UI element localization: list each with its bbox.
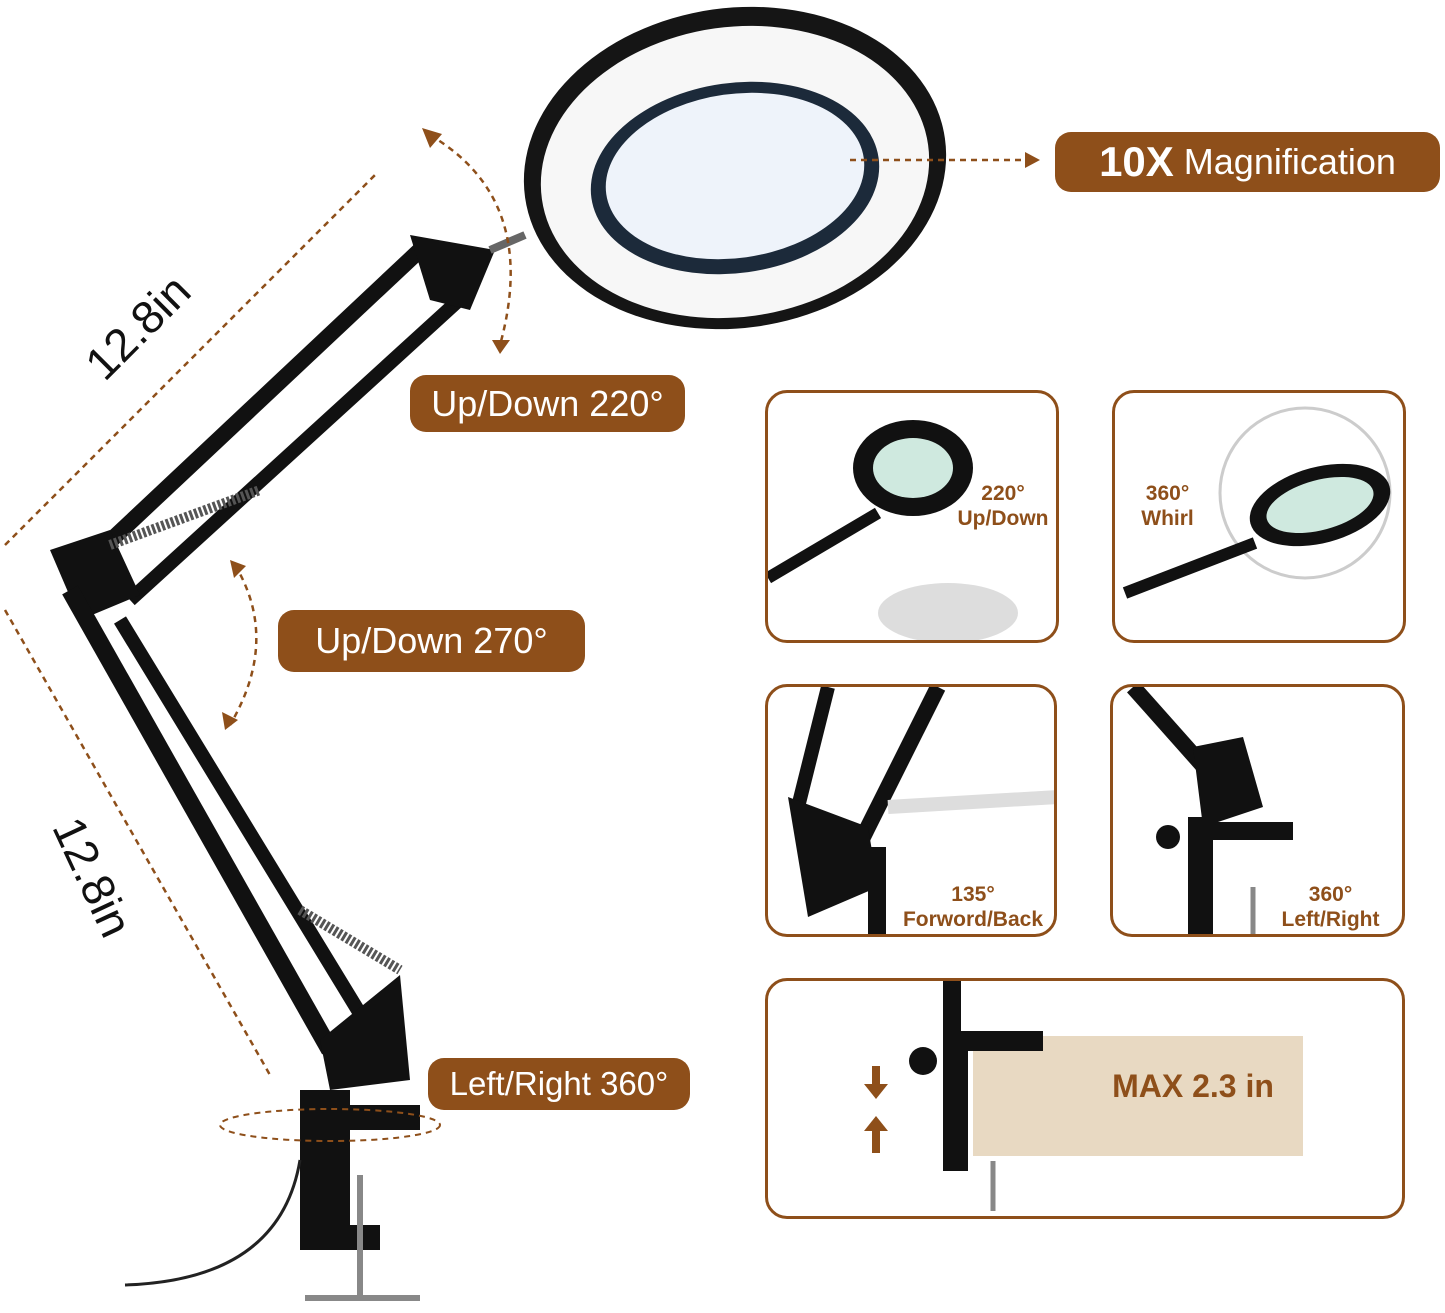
base-rotation-callout: Left/Right 360° xyxy=(428,1058,690,1110)
panel-left-right: 360°Left/Right xyxy=(1110,684,1405,937)
clamp-max-label: MAX 2.3 in xyxy=(1112,1068,1274,1104)
panel-caption: 220°Up/Down xyxy=(943,481,1056,531)
panel-forward-back: 135°Forword/Back xyxy=(765,684,1057,937)
panel-head-updown: 220°Up/Down xyxy=(765,390,1059,643)
panel-value: 360° xyxy=(1145,482,1190,505)
elbow-rotation-callout: Up/Down 270° xyxy=(278,610,585,672)
panel-value: 135° xyxy=(951,883,995,906)
panel-whirl: 360°Whirl xyxy=(1112,390,1406,643)
panel-label: Whirl xyxy=(1141,507,1194,530)
head-rotation-callout: Up/Down 220° xyxy=(410,375,685,432)
panel-caption: 360°Left/Right xyxy=(1263,882,1398,932)
magnification-label: Magnification xyxy=(1183,141,1396,182)
panel-caption: 360°Whirl xyxy=(1125,481,1210,531)
panel-value: 360° xyxy=(1308,883,1353,906)
panel-label: Forword/Back xyxy=(902,908,1044,931)
panel-clamp-capacity: MAX 2.3 in xyxy=(765,978,1405,1219)
panel-label: Left/Right xyxy=(1281,908,1380,931)
panel-value: 220° xyxy=(981,482,1025,505)
panel-label: Up/Down xyxy=(957,507,1049,530)
panel-caption: 135°Forword/Back xyxy=(893,882,1053,932)
magnification-value: 10X xyxy=(1099,138,1174,185)
